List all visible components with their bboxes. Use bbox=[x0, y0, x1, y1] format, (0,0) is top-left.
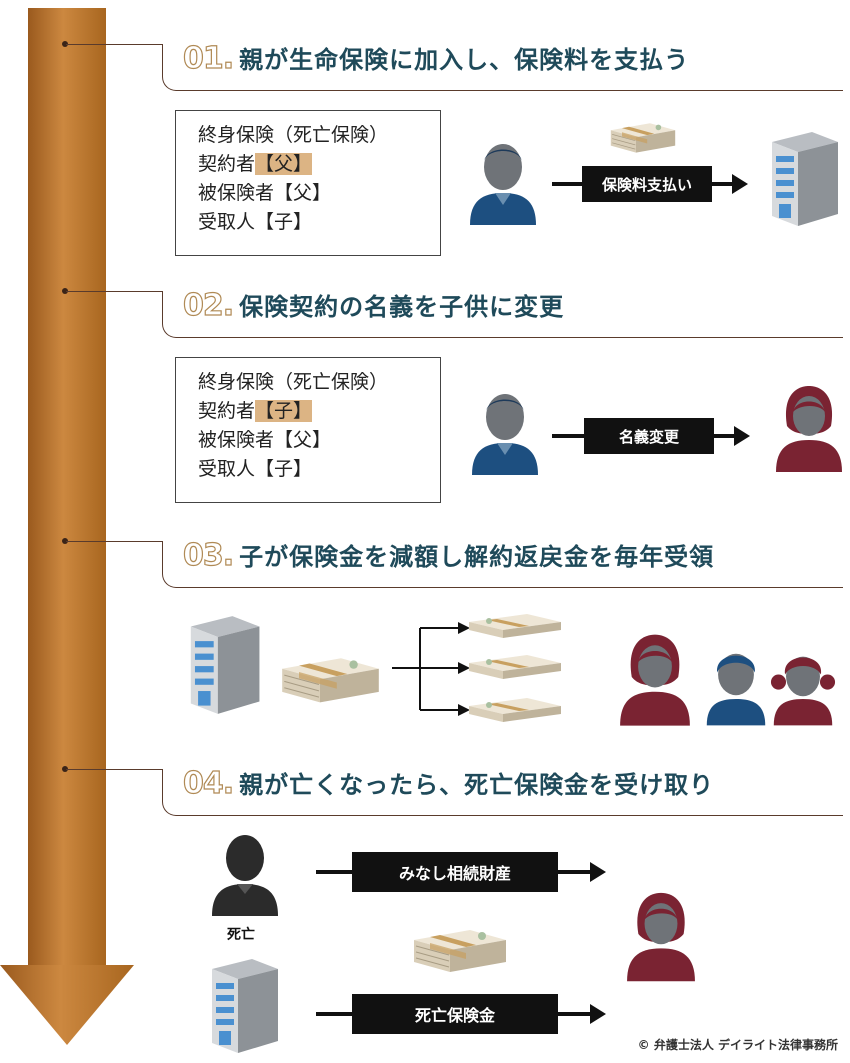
contractor-label: 契約者 bbox=[198, 400, 256, 422]
step-3-underline bbox=[162, 541, 843, 588]
surrender-value-icon bbox=[465, 651, 565, 681]
step-2-arrowhead bbox=[734, 426, 750, 446]
policy-type: 終身保険（死亡保険） bbox=[198, 371, 389, 393]
insurance-company-icon bbox=[762, 128, 842, 228]
distribution-branch bbox=[392, 622, 470, 716]
contractor-line: 契約者【子】 bbox=[198, 397, 440, 426]
step-4-bottom-arrow-tail2 bbox=[558, 1012, 590, 1016]
death-benefit-arrow: 死亡保険金 bbox=[352, 994, 558, 1034]
step-4-heading: 04. 親が亡くなったら、死亡保険金を受け取り bbox=[182, 765, 715, 801]
step-2-connector bbox=[66, 291, 162, 292]
deceased-icon bbox=[210, 826, 280, 916]
policy-type: 終身保険（死亡保険） bbox=[198, 124, 389, 146]
step-2-marker bbox=[62, 288, 68, 294]
step-3-title: 子が保険金を減額し解約返戻金を毎年受領 bbox=[239, 543, 715, 571]
beneficiary-line: 受取人【子】 bbox=[198, 211, 313, 233]
son-icon bbox=[703, 640, 769, 726]
step-1-arrow-tail bbox=[552, 182, 582, 186]
father-icon bbox=[468, 135, 538, 225]
surrender-value-icon bbox=[465, 610, 565, 640]
step-4-top-arrow-tail bbox=[316, 870, 352, 874]
beneficiary-line: 受取人【子】 bbox=[198, 458, 313, 480]
step-3-heading: 03. 子が保険金を減額し解約返戻金を毎年受領 bbox=[182, 537, 715, 573]
step-2-number: 02. bbox=[182, 287, 234, 323]
name-change-arrow: 名義変更 bbox=[584, 418, 714, 454]
step-2-arrow-tail bbox=[552, 434, 584, 438]
step-4-marker bbox=[62, 766, 68, 772]
step-4-underline bbox=[162, 769, 843, 816]
step-4-bottom-arrowhead bbox=[590, 1004, 606, 1024]
money-bundle-icon bbox=[410, 905, 510, 983]
step-2-arrow-tail2 bbox=[714, 434, 734, 438]
money-bundle-icon bbox=[278, 640, 383, 706]
step-2-underline bbox=[162, 291, 843, 338]
step-1-marker bbox=[62, 41, 68, 47]
step-3-connector bbox=[66, 541, 162, 542]
step-2-heading: 02. 保険契約の名義を子供に変更 bbox=[182, 287, 565, 323]
step-1-contract-box: 終身保険（死亡保険） 契約者【父】 被保険者【父】 受取人【子】 bbox=[175, 110, 441, 256]
premium-payment-arrow: 保険料支払い bbox=[582, 166, 712, 202]
step-4-connector bbox=[66, 769, 162, 770]
girl-icon bbox=[770, 640, 836, 726]
deemed-inheritance-arrow: みなし相続財産 bbox=[352, 852, 558, 892]
contractor-label: 契約者 bbox=[198, 153, 256, 175]
step-3-marker bbox=[62, 538, 68, 544]
step-3-number: 03. bbox=[182, 537, 234, 573]
step-4-title: 親が亡くなったら、死亡保険金を受け取り bbox=[239, 771, 715, 799]
step-1-arrowhead bbox=[732, 174, 748, 194]
step-1-title: 親が生命保険に加入し、保険料を支払う bbox=[239, 46, 690, 74]
insurance-company-icon bbox=[200, 955, 284, 1055]
step-4-bottom-arrow-tail bbox=[316, 1012, 352, 1016]
daughter-icon bbox=[774, 382, 844, 472]
insured-line: 被保険者【父】 bbox=[198, 429, 332, 451]
step-1-number: 01. bbox=[182, 40, 234, 76]
step-1-underline bbox=[162, 44, 843, 91]
step-2-contract-box: 終身保険（死亡保険） 契約者【子】 被保険者【父】 受取人【子】 bbox=[175, 357, 441, 503]
step-1-arrow-tail2 bbox=[712, 182, 732, 186]
copyright-notice: © 弁護士法人 デイライト法律事務所 bbox=[637, 1038, 838, 1052]
contractor-line: 契約者【父】 bbox=[198, 150, 440, 179]
timeline-arrow bbox=[0, 8, 134, 1045]
step-1-connector bbox=[66, 44, 162, 45]
step-4-top-arrow-tail2 bbox=[558, 870, 590, 874]
insurance-company-icon bbox=[180, 612, 264, 716]
daughter-icon bbox=[625, 888, 697, 982]
contractor-value: 【子】 bbox=[255, 400, 313, 422]
surrender-value-icon bbox=[465, 694, 565, 724]
step-4-top-arrowhead bbox=[590, 862, 606, 882]
step-4-number: 04. bbox=[182, 765, 234, 801]
deceased-caption: 死亡 bbox=[227, 927, 255, 943]
contractor-value: 【父】 bbox=[255, 153, 313, 175]
daughter-icon bbox=[618, 630, 692, 726]
insured-line: 被保険者【父】 bbox=[198, 182, 332, 204]
father-icon bbox=[470, 385, 540, 475]
step-1-heading: 01. 親が生命保険に加入し、保険料を支払う bbox=[182, 40, 690, 76]
money-bundle-icon bbox=[608, 108, 678, 158]
step-2-title: 保険契約の名義を子供に変更 bbox=[239, 293, 565, 321]
